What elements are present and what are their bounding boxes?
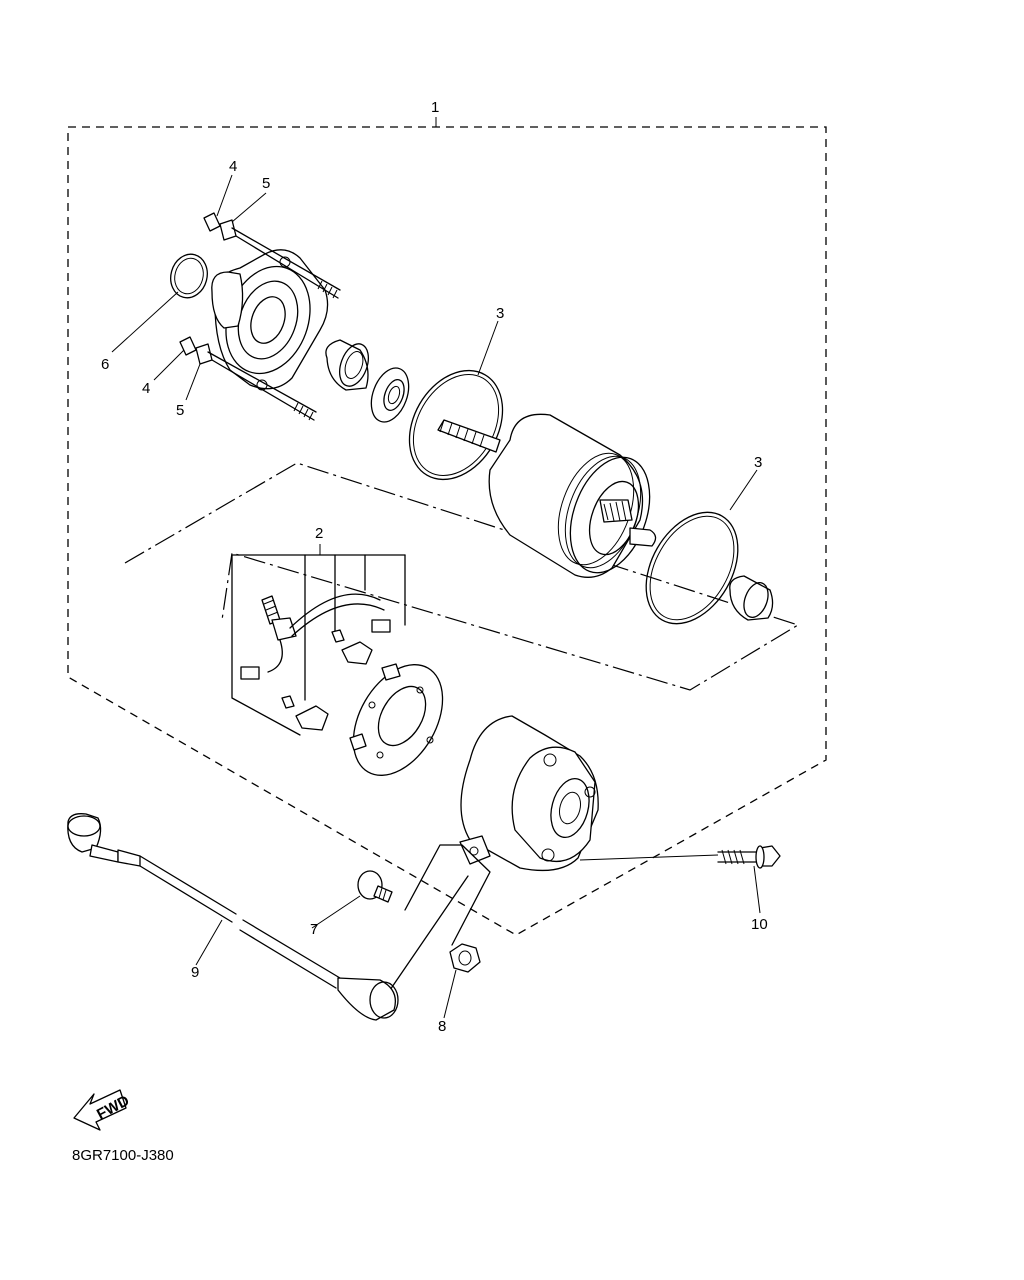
callout-3-upper: 3 — [496, 305, 504, 322]
callout-9: 9 — [191, 964, 199, 981]
rear-cover — [459, 715, 599, 872]
callout-1: 1 — [431, 99, 439, 116]
callout-3-lower: 3 — [754, 454, 762, 471]
fwd-arrow-icon — [73, 1089, 127, 1131]
screw-7 — [357, 870, 393, 903]
callout-4-lower: 4 — [142, 380, 150, 397]
bolt-10 — [579, 845, 781, 869]
o-ring-6 — [170, 253, 208, 299]
callout-7: 7 — [310, 921, 318, 938]
bearing — [325, 339, 369, 391]
brush-plate-plane — [124, 462, 800, 691]
callout-2: 2 — [315, 525, 323, 542]
bushing — [729, 575, 774, 621]
diagram-code: 8GR7100-J380 — [72, 1147, 174, 1164]
callout-8: 8 — [438, 1018, 446, 1035]
oil-seal — [370, 367, 410, 423]
callout-6: 6 — [101, 356, 109, 373]
terminal-leader — [404, 844, 491, 946]
brush-bracket — [231, 544, 406, 736]
callout-10: 10 — [751, 916, 768, 933]
callout-5-upper: 5 — [262, 175, 270, 192]
callout-labels: 1 2 3 3 4 4 5 5 6 7 8 9 10 — [101, 99, 768, 1035]
front-cover — [211, 249, 329, 391]
armature-yoke — [437, 413, 657, 578]
callout-4-upper: 4 — [229, 158, 237, 175]
brush-plate — [349, 663, 444, 776]
callout-5-lower: 5 — [176, 402, 184, 419]
lead-wire-9 — [67, 813, 399, 1021]
nut-8 — [449, 943, 481, 973]
o-ring-3-lower — [645, 511, 739, 625]
leader-lines — [111, 174, 761, 1019]
bolt-upper — [203, 212, 341, 299]
assembly-boundary — [67, 117, 827, 936]
